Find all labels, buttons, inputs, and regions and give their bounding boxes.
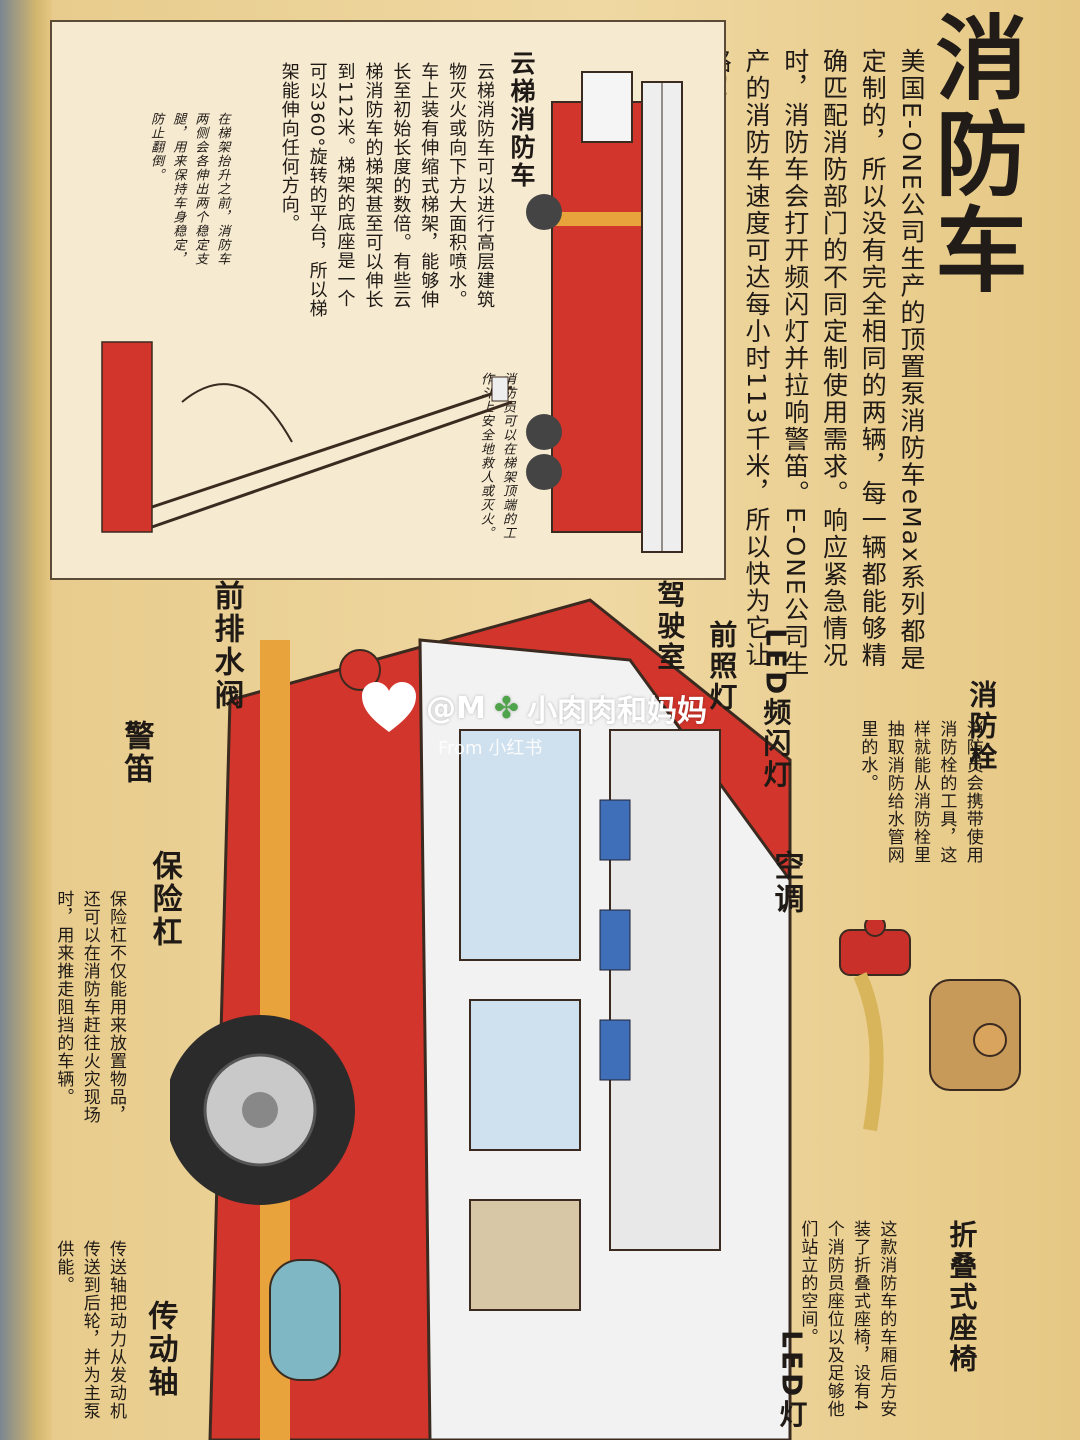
inset-body: 云梯消防车可以进行高层建筑物灭火或向下方大面积喷水。车上装有伸缩式梯架，能够伸长…	[278, 62, 495, 319]
watermark: @M ✤ 小肉肉和妈妈	[360, 680, 707, 736]
front-valve-label: 前排水阀	[208, 580, 244, 712]
heart-icon	[362, 682, 416, 732]
extended-ladder-icon	[101, 341, 513, 533]
bumper-label: 保险杠	[146, 850, 182, 949]
aerial-ladder-inset: 云梯消防车 云梯消防车可以进行高层建筑物灭火或向下方大面积喷水。车上装有伸缩式梯…	[50, 20, 726, 580]
led-strobe-label: LED频闪灯	[759, 628, 793, 791]
book-spine	[0, 0, 52, 1440]
clover-icon: ✤	[493, 690, 519, 726]
ac-label: 空调	[768, 850, 804, 916]
fire-hydrant-icon	[839, 920, 1021, 1132]
led-light-label: LED灯	[775, 1330, 809, 1431]
watermark-source: From 小红书	[438, 738, 543, 759]
drive-shaft-label: 传动轴	[142, 1300, 178, 1399]
inset-title: 云梯消防车	[507, 50, 536, 190]
aerial-ladder-truck-icon	[526, 71, 683, 553]
horn-label: 警笛	[118, 720, 154, 786]
folding-seat-label: 折叠式座椅	[945, 1220, 979, 1375]
watermark-name: 小肉肉和妈妈	[527, 694, 707, 729]
headlight-label: 前照灯	[705, 620, 739, 713]
folding-seat-body: 这款消防车的车厢后方安装了折叠式座椅，设有4个消防员座位以及足够他们站立的空间。	[797, 1220, 897, 1418]
hydrant-label: 消防栓	[965, 680, 999, 773]
bumper-body: 保险杠不仅能用来放置物品，还可以在消防车赶往火灾现场时，用来推走阻挡的车辆。	[53, 890, 127, 1124]
hydrant-body: 消防员会携带使用消防栓的工具，这样就能从消防栓里抽取消防给水管网里的水。	[857, 720, 983, 864]
fire-truck-illustration	[170, 598, 792, 1440]
cab-label: 驾驶室	[653, 580, 687, 673]
drive-shaft-body: 传送轴把动力从发动机传送到后轮，并为主泵供能。	[53, 1240, 127, 1420]
page-title: 消防车	[920, 10, 1027, 298]
watermark-handle: @M	[426, 690, 486, 726]
inset-note-legs: 在梯架抬升之前，消防车两侧会各伸出两个稳定支腿，用来保持车身稳定，防止翻倒。	[148, 112, 230, 266]
